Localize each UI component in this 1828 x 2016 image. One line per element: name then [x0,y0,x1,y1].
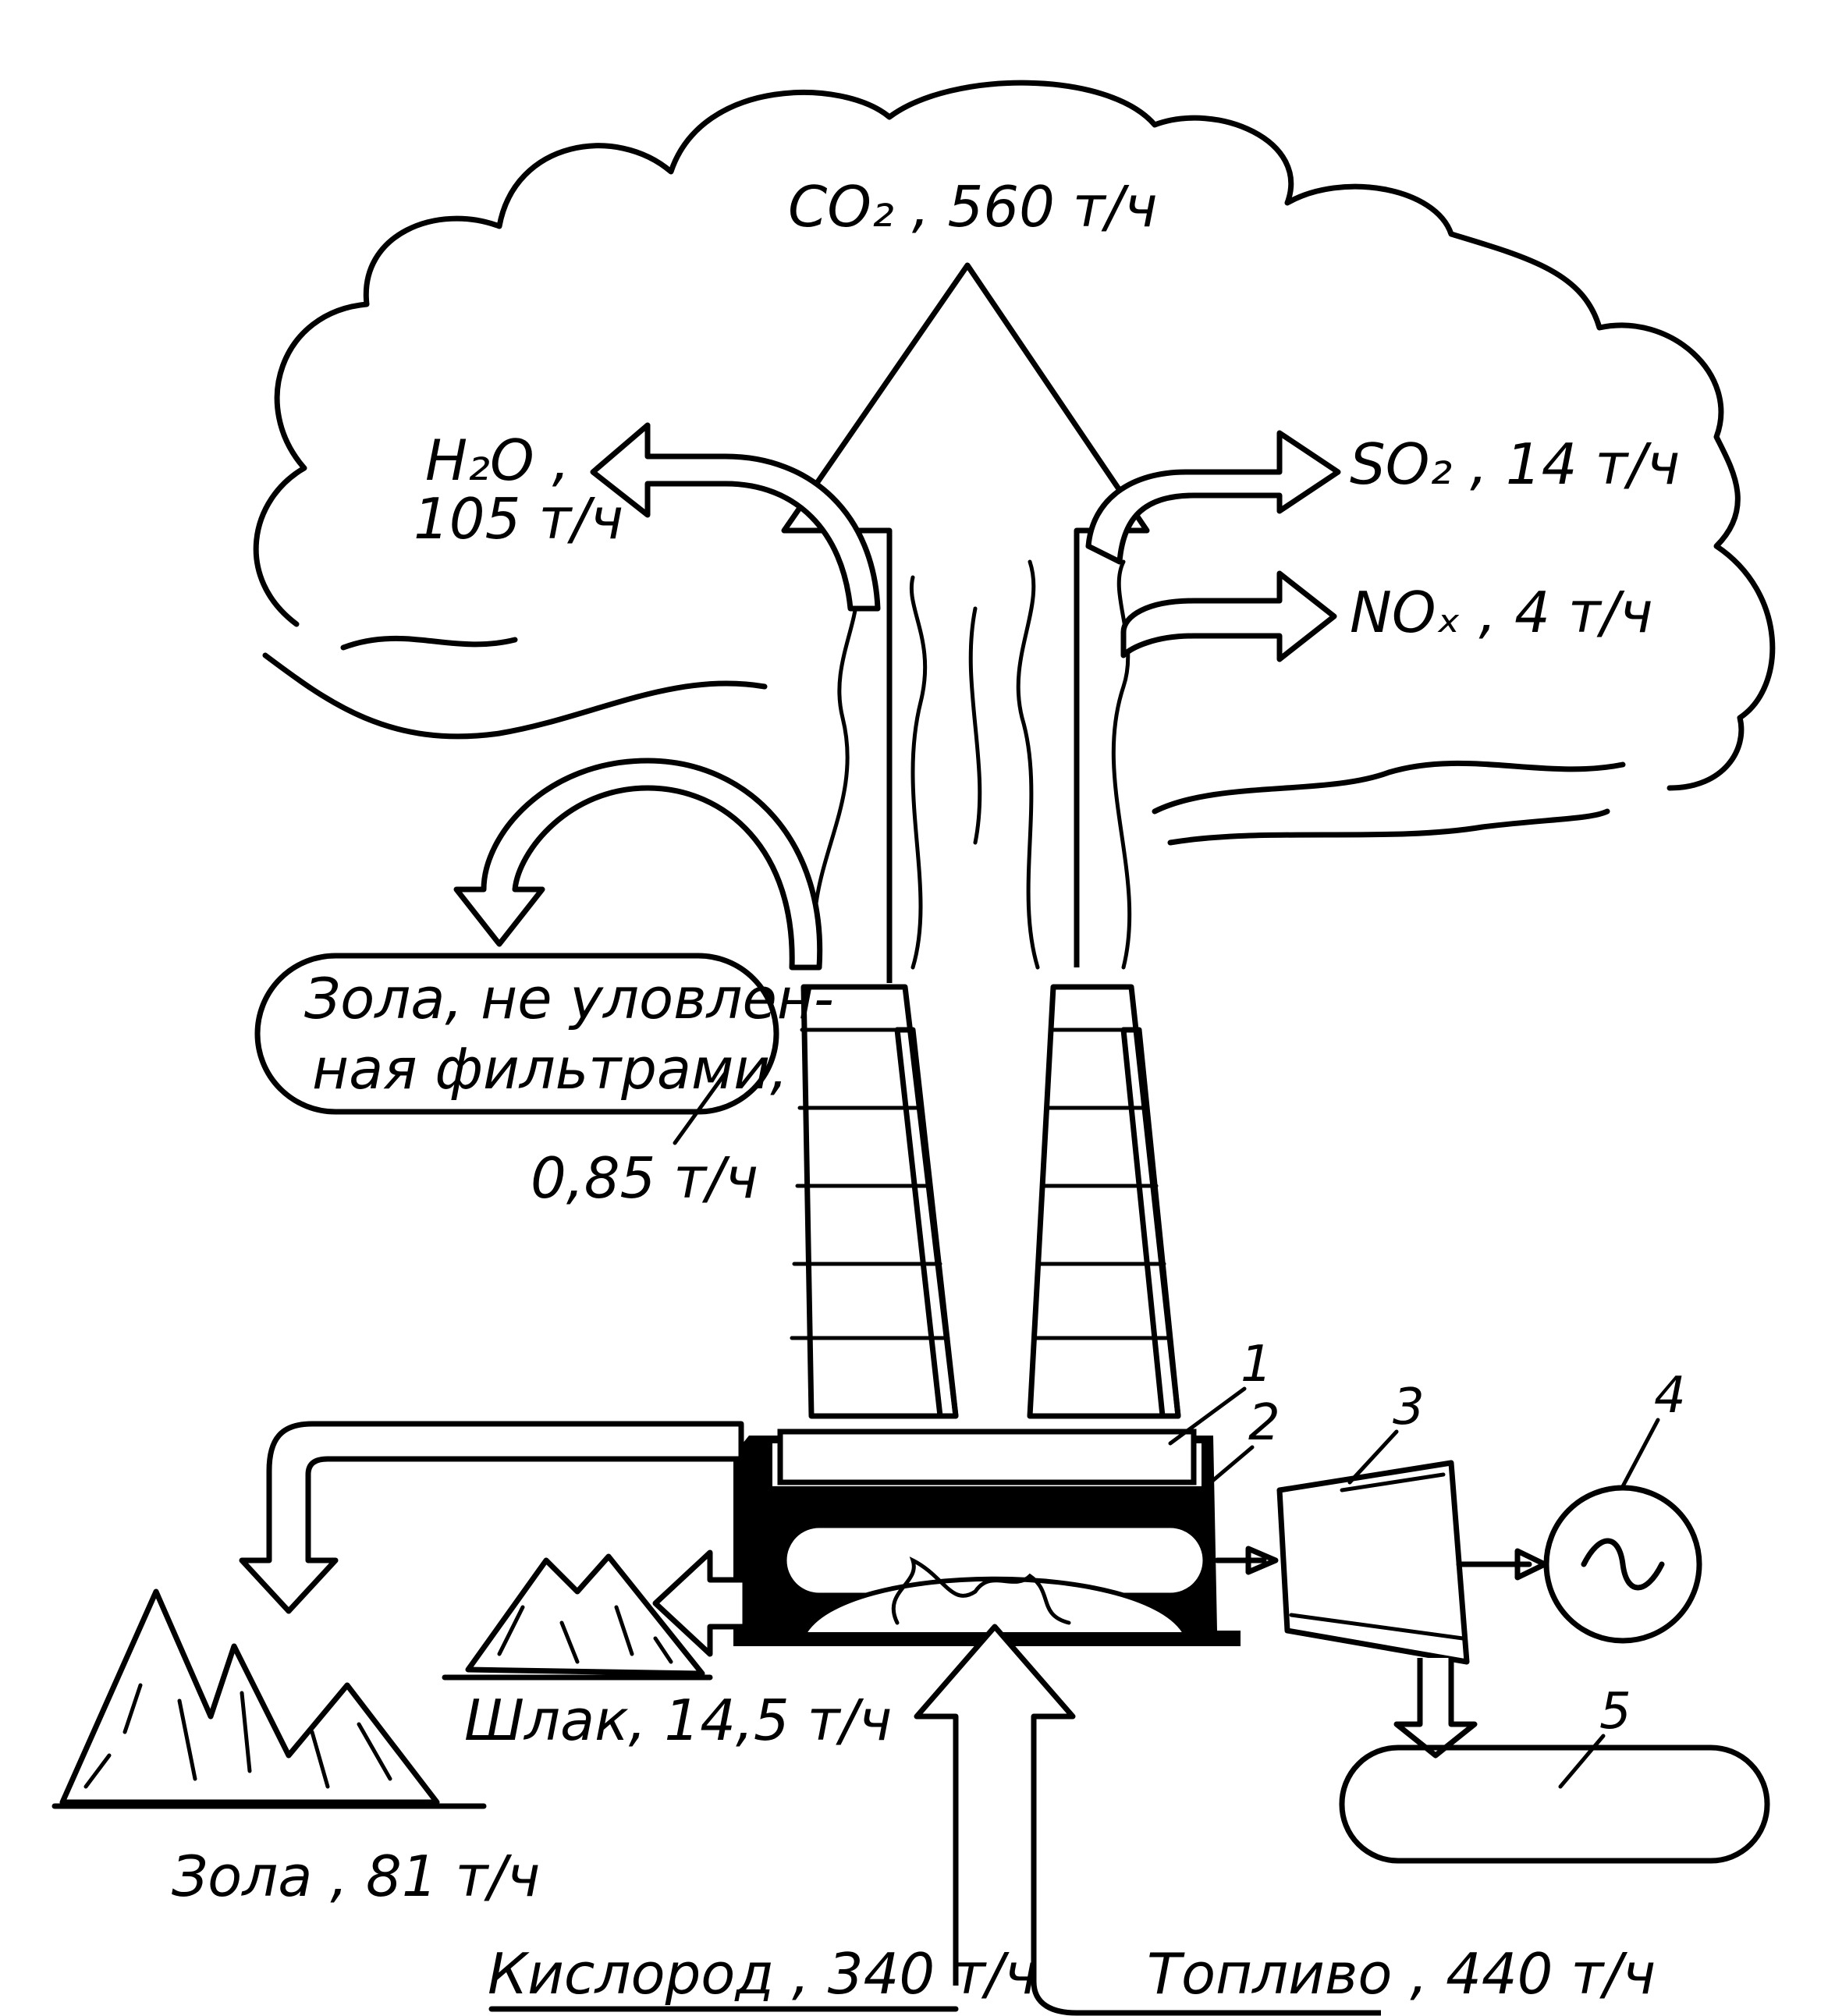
nox-label: NOₓ , 4 т/ч [1350,580,1653,645]
smoke-plume [968,606,982,845]
cloud-wisp-left [262,652,768,740]
component-number-2: 2 [1248,1394,1280,1452]
cloud-wisp-right-2 [1167,808,1610,846]
component-number-1: 1 [1241,1336,1273,1393]
smoke-cloud [253,80,1776,791]
fly-ash-amount: 0,85 т/ч [531,1145,758,1211]
slag-arrow [652,1549,748,1657]
h2o-label-line1: H₂O , [425,428,570,493]
flame [891,1556,1071,1625]
fuel-label: Топливо , 440 т/ч [1147,1941,1656,2007]
chimney-left [790,984,959,1419]
component-number-5: 5 [1599,1683,1631,1741]
so2-arrow [1085,430,1341,565]
component-number-3: 3 [1393,1379,1425,1436]
smoke-plume [1111,559,1132,970]
ac-symbol [1581,1538,1665,1591]
so2-label: SO₂ , 14 т/ч [1350,431,1680,497]
input-arrow [914,1624,1381,2016]
h2o-label-line2: 105 т/ч [414,486,623,552]
chimney-right [1027,984,1181,1419]
component-number-4: 4 [1654,1367,1686,1425]
fly-ash-arrow [453,758,823,971]
cloud-wisp-right [1152,760,1626,815]
co2-arrow [781,262,1150,983]
condenser [1339,1744,1770,1864]
smoke-plume [812,559,860,970]
slag-label: Шлак, 14,5 т/ч [464,1688,892,1753]
oxygen-label: Кислород , 340 т/ч [488,1941,1038,2007]
fly-ash-capsule [254,953,779,1115]
smoke-plume [1016,559,1040,970]
co2-label: CO₂ , 560 т/ч [788,174,1158,240]
ash-label: Зола , 81 т/ч [172,1844,540,1909]
h2o-arrow [590,422,881,612]
fly-ash-label-line2: ная фильтрами, [312,1036,788,1102]
turbine [1276,1460,1470,1665]
boiler-building [733,1429,1241,1646]
nox-arrow [1120,570,1337,662]
ash-pile [51,1588,487,1809]
fly-ash-leader [673,1070,728,1145]
fly-ash-label-line1: Зола, не уловлен- [304,966,834,1031]
smoke-plume [909,575,928,970]
cloud-wisp-left-2 [340,635,518,651]
slag-pile [442,1553,713,1681]
ash-arrow [239,1421,744,1614]
condensate-arrow [1393,1658,1478,1759]
